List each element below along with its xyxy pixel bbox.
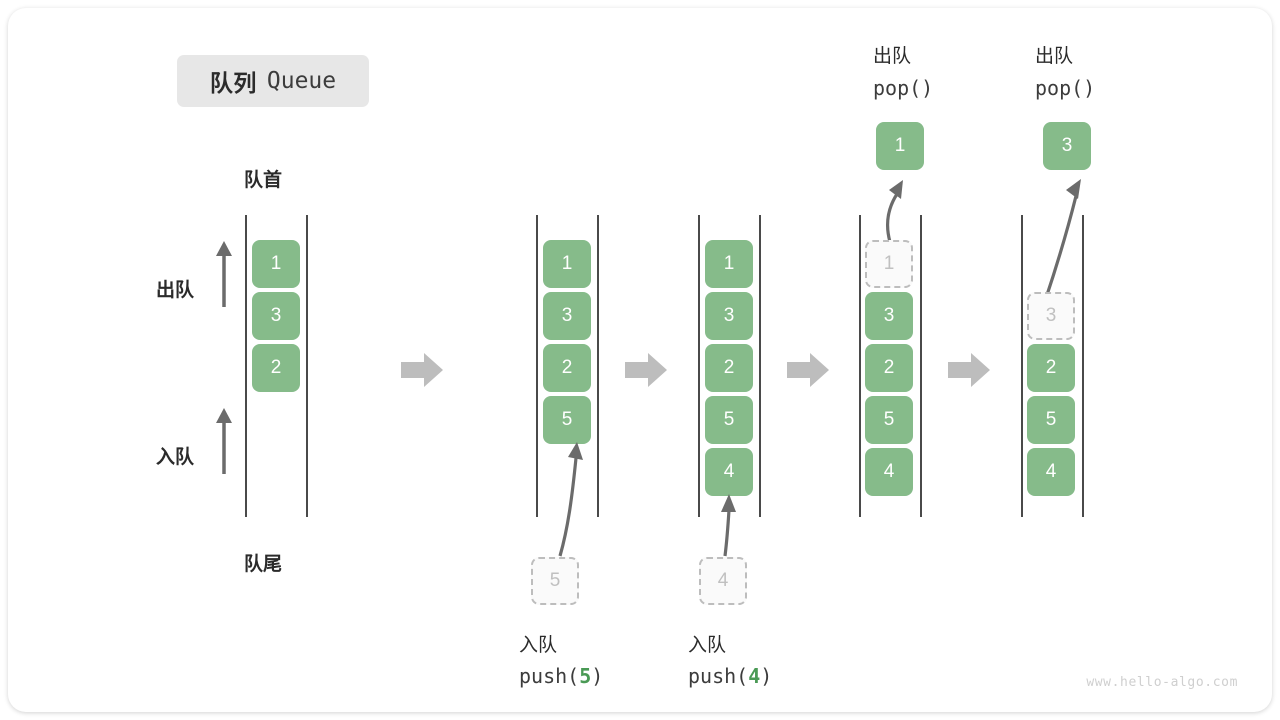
rail-left-3	[698, 215, 700, 517]
rail-left-1	[245, 215, 247, 517]
queue-element: 3	[543, 292, 591, 340]
queue-element: 4	[1027, 448, 1075, 496]
queue-element: 3	[252, 292, 300, 340]
dequeue-direction-arrow	[216, 241, 232, 307]
queue-element: 2	[705, 344, 753, 392]
step-arrow-icon	[787, 353, 829, 387]
enqueue-direction-arrow	[216, 408, 232, 474]
enqueue-label: 入队	[156, 447, 195, 468]
step-arrow-icon	[401, 353, 443, 387]
queue-element: 2	[1027, 344, 1075, 392]
title-en: Queue	[266, 68, 337, 94]
dequeue-label: 出队	[156, 280, 195, 301]
rail-right-2	[597, 215, 599, 517]
push-motion-arrow	[558, 442, 583, 557]
push-code-post: )	[760, 664, 773, 688]
queue-element-new: 5	[543, 396, 591, 444]
rail-right-4	[920, 215, 922, 517]
incoming-ghost-element: 4	[699, 557, 747, 605]
pop-op-label: 出队	[873, 46, 912, 67]
step-arrow-icon	[625, 353, 667, 387]
push-op-code: push(5)	[519, 664, 603, 688]
rail-right-1	[306, 215, 308, 517]
push-code-pre: push(	[519, 664, 580, 688]
queue-element: 5	[705, 396, 753, 444]
queue-element: 3	[705, 292, 753, 340]
queue-element: 5	[865, 396, 913, 444]
title-badge: 队列 Queue	[177, 55, 369, 107]
queue-element: 1	[543, 240, 591, 288]
step-arrow-icon	[948, 353, 990, 387]
pop-motion-arrow	[1044, 179, 1081, 299]
queue-element: 1	[252, 240, 300, 288]
queue-element: 2	[543, 344, 591, 392]
rail-right-3	[759, 215, 761, 517]
queue-element: 3	[865, 292, 913, 340]
push-code-pre: push(	[688, 664, 749, 688]
queue-element: 5	[1027, 396, 1075, 444]
push-code-value: 5	[579, 664, 592, 688]
push-motion-arrow	[721, 494, 736, 557]
popped-ghost-element: 3	[1027, 292, 1075, 340]
pop-op-label: 出队	[1035, 46, 1074, 67]
queue-element: 1	[705, 240, 753, 288]
push-op-label: 入队	[688, 635, 727, 656]
queue-element-new: 4	[705, 448, 753, 496]
pop-op-code: pop()	[873, 76, 934, 100]
pop-motion-arrow	[886, 180, 903, 243]
queue-element: 4	[865, 448, 913, 496]
push-code-post: )	[591, 664, 604, 688]
title-cn: 队列	[209, 70, 257, 96]
watermark: www.hello-algo.com	[1086, 675, 1238, 690]
diagram-card: 队列 Queue 队首 队尾 1 3 2 出队 入队 1 3 2 5 5 入队 …	[8, 8, 1272, 712]
push-op-label: 入队	[519, 635, 558, 656]
queue-head-label: 队首	[244, 170, 283, 191]
popped-ghost-element: 1	[865, 240, 913, 288]
queue-tail-label: 队尾	[244, 554, 283, 575]
push-code-value: 4	[748, 664, 761, 688]
incoming-ghost-element: 5	[531, 557, 579, 605]
popped-element: 3	[1043, 122, 1091, 170]
rail-left-4	[859, 215, 861, 517]
popped-element: 1	[876, 122, 924, 170]
rail-right-5	[1082, 215, 1084, 517]
rail-left-5	[1021, 215, 1023, 517]
queue-element: 2	[252, 344, 300, 392]
rail-left-2	[536, 215, 538, 517]
queue-element: 2	[865, 344, 913, 392]
pop-op-code: pop()	[1035, 76, 1096, 100]
push-op-code: push(4)	[688, 664, 772, 688]
